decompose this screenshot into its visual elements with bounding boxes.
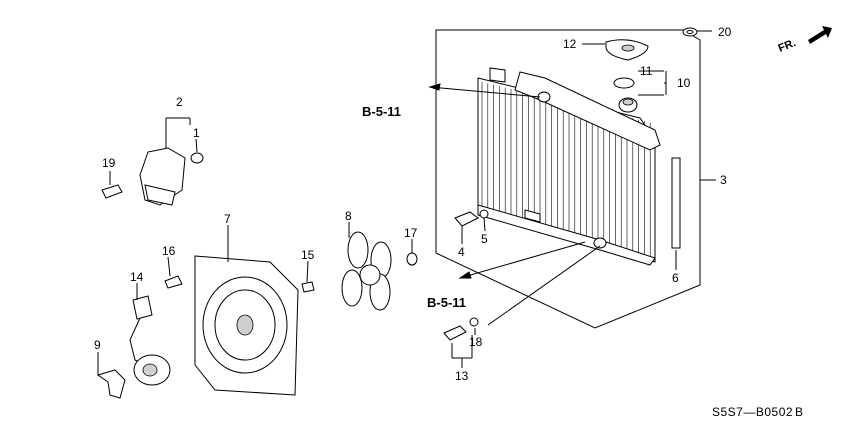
bolt-15 bbox=[301, 281, 315, 293]
radiator-assembly-outline bbox=[435, 29, 701, 329]
diagram-code: S5S7—B0502 bbox=[712, 405, 793, 419]
cooling-fan bbox=[341, 231, 392, 311]
callout-2: 2 bbox=[176, 95, 183, 109]
callout-19: 19 bbox=[102, 156, 116, 170]
callout-1: 1 bbox=[193, 126, 200, 140]
callout-11: 11 bbox=[640, 64, 653, 78]
callout-18: 18 bbox=[469, 335, 483, 349]
callout-12: 12 bbox=[563, 37, 577, 51]
callout-16: 16 bbox=[162, 244, 176, 258]
fan-motor bbox=[129, 295, 171, 386]
front-direction-arrow bbox=[808, 26, 832, 44]
radiator-core bbox=[477, 67, 661, 266]
callout-20: 20 bbox=[718, 25, 732, 39]
bolt-13 bbox=[443, 317, 479, 341]
callout-13: 13 bbox=[455, 369, 469, 383]
reference-arrows bbox=[428, 83, 601, 326]
reference-label-upper: B-5-11 bbox=[362, 104, 401, 119]
callout-9: 9 bbox=[94, 338, 101, 352]
bolt-16 bbox=[164, 275, 183, 289]
front-direction-label: FR. bbox=[777, 37, 798, 55]
bolt-19 bbox=[101, 184, 123, 199]
tank-cap bbox=[605, 39, 649, 61]
callout-17: 17 bbox=[404, 226, 418, 240]
nut-17 bbox=[406, 252, 418, 266]
callout-10: 10 bbox=[677, 76, 691, 90]
callout-14: 14 bbox=[130, 270, 144, 284]
leader-lines bbox=[97, 30, 716, 375]
radiator-cap bbox=[613, 77, 638, 113]
callout-5: 5 bbox=[481, 232, 488, 246]
washer-20 bbox=[682, 27, 698, 37]
reference-label-lower: B-5-11 bbox=[427, 295, 466, 310]
callout-4: 4 bbox=[458, 245, 465, 259]
callout-6: 6 bbox=[672, 271, 679, 285]
callout-7: 7 bbox=[224, 212, 231, 226]
diagram-revision: B bbox=[795, 405, 804, 419]
callout-3: 3 bbox=[720, 173, 727, 187]
drain-bolt bbox=[454, 209, 489, 238]
callout-15: 15 bbox=[301, 248, 315, 262]
fan-shroud bbox=[194, 255, 299, 396]
bracket bbox=[139, 147, 186, 206]
grommet bbox=[190, 152, 204, 164]
callout-8: 8 bbox=[345, 209, 352, 223]
drain-tube bbox=[671, 157, 681, 249]
clip bbox=[96, 369, 126, 399]
